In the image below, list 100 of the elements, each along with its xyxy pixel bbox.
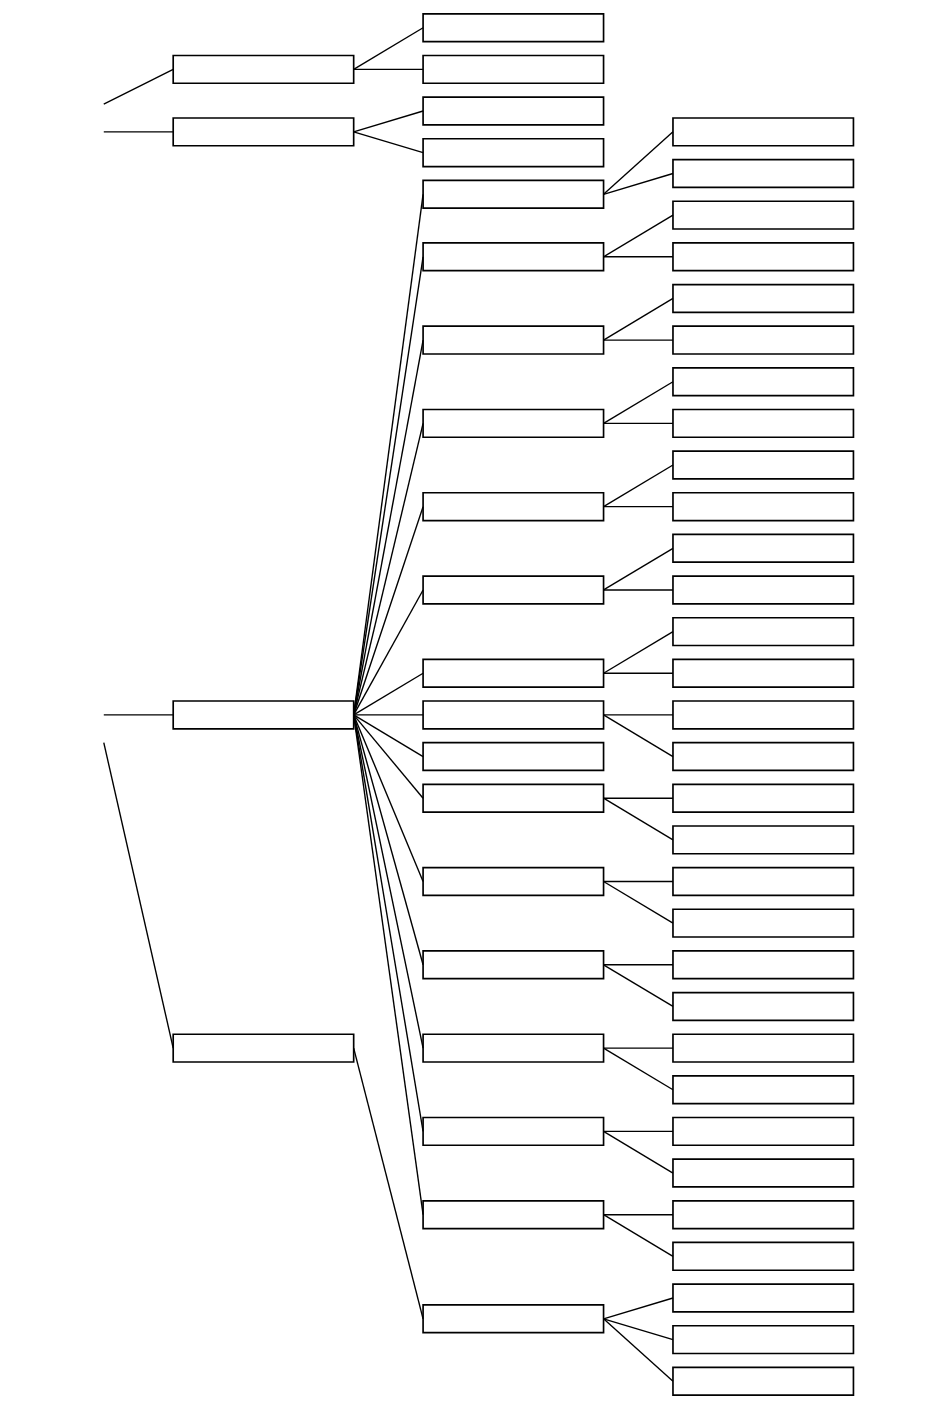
node-box bbox=[672, 1199, 855, 1230]
connector bbox=[352, 1047, 424, 1320]
connector bbox=[352, 714, 424, 799]
connector bbox=[602, 672, 674, 674]
node-box bbox=[672, 1116, 855, 1147]
connector bbox=[352, 714, 424, 966]
connector bbox=[103, 68, 174, 105]
connector bbox=[103, 714, 174, 716]
connector bbox=[602, 1047, 674, 1091]
connector bbox=[352, 714, 424, 1133]
connector bbox=[602, 964, 674, 1008]
node-box bbox=[672, 1075, 855, 1105]
node-box bbox=[422, 700, 605, 730]
node-box bbox=[422, 741, 605, 772]
connector bbox=[602, 1297, 674, 1320]
node-box bbox=[672, 1366, 855, 1396]
node-box bbox=[172, 700, 355, 730]
connector bbox=[602, 339, 674, 341]
node-box bbox=[422, 54, 605, 85]
connector bbox=[602, 1214, 674, 1258]
node-box bbox=[172, 54, 355, 85]
node-box bbox=[672, 575, 855, 605]
node-box bbox=[672, 408, 855, 439]
node-box bbox=[672, 950, 855, 980]
node-box bbox=[422, 658, 605, 688]
connector bbox=[352, 110, 424, 133]
connector bbox=[602, 464, 674, 508]
connector bbox=[352, 131, 424, 154]
connector bbox=[602, 1214, 674, 1216]
connector bbox=[352, 422, 424, 716]
connector bbox=[602, 1318, 674, 1341]
node-box bbox=[422, 866, 605, 897]
connector bbox=[352, 505, 424, 716]
node-box bbox=[172, 117, 355, 147]
node-box bbox=[422, 1116, 605, 1147]
node-box bbox=[422, 575, 605, 605]
node-box bbox=[422, 179, 605, 210]
connector bbox=[103, 742, 174, 1049]
node-box bbox=[172, 1033, 355, 1063]
connector bbox=[602, 214, 674, 258]
node-box bbox=[672, 825, 855, 855]
connector bbox=[103, 131, 174, 133]
connector bbox=[602, 297, 674, 341]
node-box bbox=[672, 1033, 855, 1063]
connector bbox=[602, 714, 674, 758]
connector bbox=[602, 880, 674, 883]
connector bbox=[352, 714, 424, 1216]
connector bbox=[602, 131, 674, 195]
node-box bbox=[422, 242, 605, 272]
node-box bbox=[672, 283, 855, 314]
connector bbox=[602, 422, 674, 425]
connector bbox=[352, 27, 424, 71]
node-box bbox=[672, 741, 855, 772]
connector bbox=[602, 381, 674, 425]
node-box bbox=[672, 700, 855, 730]
node-box bbox=[422, 1199, 605, 1230]
node-box bbox=[672, 616, 855, 647]
node-box bbox=[672, 866, 855, 897]
node-box bbox=[672, 1283, 855, 1313]
node-box bbox=[422, 1033, 605, 1063]
connector bbox=[602, 880, 674, 924]
connector bbox=[602, 505, 674, 508]
connector bbox=[352, 714, 424, 883]
connector bbox=[602, 714, 674, 716]
connector bbox=[352, 672, 424, 716]
node-box bbox=[422, 96, 605, 126]
node-box bbox=[422, 137, 605, 168]
node-box bbox=[422, 783, 605, 813]
connector bbox=[352, 68, 424, 71]
node-box bbox=[422, 491, 605, 522]
connector bbox=[602, 547, 674, 591]
node-box bbox=[672, 991, 855, 1022]
node-box bbox=[672, 491, 855, 522]
node-box bbox=[672, 1241, 855, 1272]
node-box bbox=[672, 325, 855, 355]
node-box bbox=[672, 783, 855, 813]
node-box bbox=[672, 158, 855, 189]
connector bbox=[602, 1318, 674, 1382]
connector bbox=[352, 714, 424, 716]
node-box bbox=[422, 408, 605, 439]
connector bbox=[602, 172, 674, 195]
connector bbox=[352, 339, 424, 716]
node-box bbox=[672, 200, 855, 230]
node-box bbox=[422, 325, 605, 355]
connector bbox=[602, 589, 674, 591]
connector bbox=[352, 714, 424, 1049]
node-box bbox=[672, 1158, 855, 1188]
node-box bbox=[422, 950, 605, 980]
connector bbox=[602, 256, 674, 258]
node-box bbox=[672, 908, 855, 938]
connector bbox=[602, 1130, 674, 1174]
node-box bbox=[672, 1324, 855, 1355]
connector bbox=[602, 630, 674, 674]
node-box bbox=[422, 1304, 605, 1334]
connector bbox=[602, 1130, 674, 1133]
node-box bbox=[672, 367, 855, 397]
connector bbox=[602, 1047, 674, 1049]
node-box bbox=[672, 533, 855, 564]
node-box bbox=[672, 658, 855, 688]
connector bbox=[352, 589, 424, 716]
